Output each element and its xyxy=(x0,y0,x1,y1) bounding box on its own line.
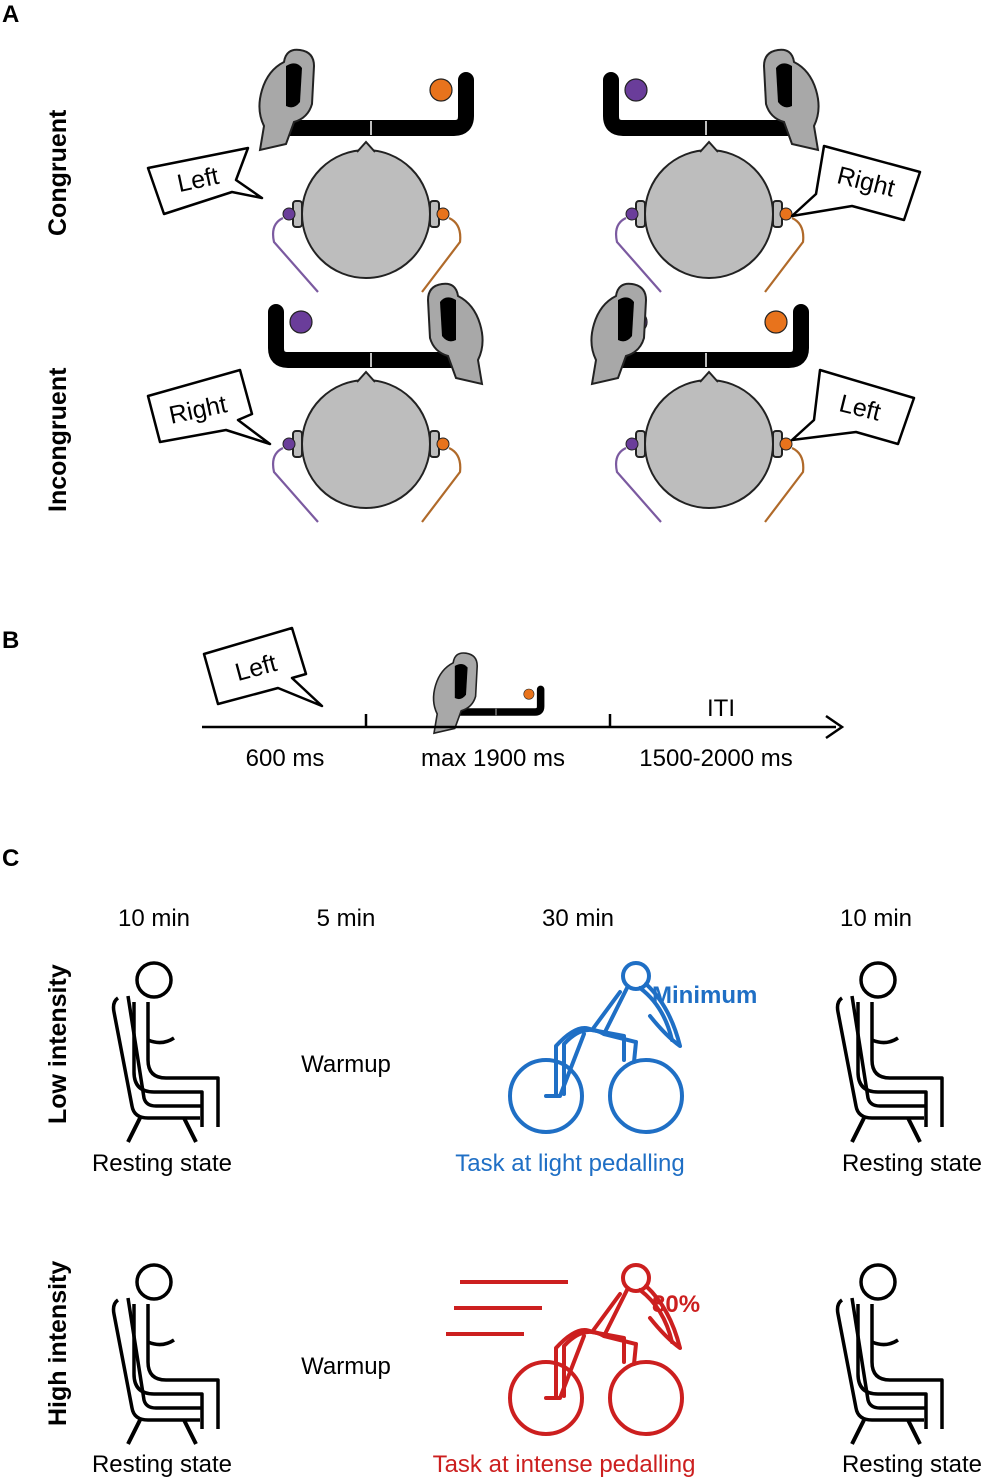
resting-state-post-label: Resting state xyxy=(842,1150,982,1177)
intensity-80-percent-label: 80% xyxy=(652,1291,700,1318)
seated-person-icon xyxy=(835,1263,944,1446)
iti-label: ITI xyxy=(707,695,735,722)
hand-icon xyxy=(427,282,484,385)
speech-bubble xyxy=(146,146,264,216)
task-intense-pedalling-label: Task at intense pedalling xyxy=(433,1451,696,1478)
resting-state-pre-label: Resting state xyxy=(92,1150,232,1177)
time-arrow-head xyxy=(825,714,845,740)
duration-warmup: 5 min xyxy=(317,905,376,932)
speech-bubble xyxy=(790,144,922,222)
resting-state-post-label: Resting state xyxy=(842,1451,982,1478)
row-label-incongruent: Incongruent xyxy=(44,367,72,512)
seated-person-icon xyxy=(111,1263,220,1446)
speech-bubble xyxy=(146,368,272,446)
panel-label-b: B xyxy=(2,627,19,654)
duration-rest-post: 10 min xyxy=(840,905,912,932)
incongruent-left-trial: Right xyxy=(146,282,484,524)
resting-state-pre-label: Resting state xyxy=(92,1451,232,1478)
row-label-low-intensity: Low intensity xyxy=(44,964,72,1124)
congruent-left-trial: Left xyxy=(146,48,466,294)
row-label-high-intensity: High intensity xyxy=(44,1261,72,1426)
hand-icon xyxy=(590,282,647,385)
duration-task: 30 min xyxy=(542,905,614,932)
trial-timeline: Left ITI 600 ms max 1900 ms 1500-2000 ms xyxy=(202,626,845,772)
duration-rest-pre: 10 min xyxy=(118,905,190,932)
warmup-label: Warmup xyxy=(301,1353,391,1380)
head-icon xyxy=(271,140,462,294)
low-intensity-row: Resting state Warmup Minimum Task at lig… xyxy=(92,961,982,1177)
congruent-right-trial: Right xyxy=(611,48,922,294)
warmup-label: Warmup xyxy=(301,1051,391,1078)
duration-cue: 600 ms xyxy=(246,745,325,772)
high-intensity-row: Resting state Warmup 80% Task at intense… xyxy=(92,1263,982,1478)
incongruent-right-trial: Left xyxy=(590,282,916,524)
row-label-congruent: Congruent xyxy=(44,109,72,236)
head-icon xyxy=(614,140,805,294)
panel-label-c: C xyxy=(2,845,19,872)
speech-bubble xyxy=(202,626,324,708)
hand-icon xyxy=(432,652,479,735)
duration-response: max 1900 ms xyxy=(421,745,565,772)
panel-label-a: A xyxy=(2,1,19,28)
duration-iti: 1500-2000 ms xyxy=(639,745,792,772)
intensity-minimum-label: Minimum xyxy=(652,982,757,1009)
seated-person-icon xyxy=(111,961,220,1144)
task-light-pedalling-label: Task at light pedalling xyxy=(455,1150,684,1177)
speed-lines-icon xyxy=(446,1280,568,1336)
seated-person-icon xyxy=(835,961,944,1144)
head-icon xyxy=(271,370,462,524)
speech-bubble xyxy=(790,368,916,446)
head-icon xyxy=(614,370,805,524)
